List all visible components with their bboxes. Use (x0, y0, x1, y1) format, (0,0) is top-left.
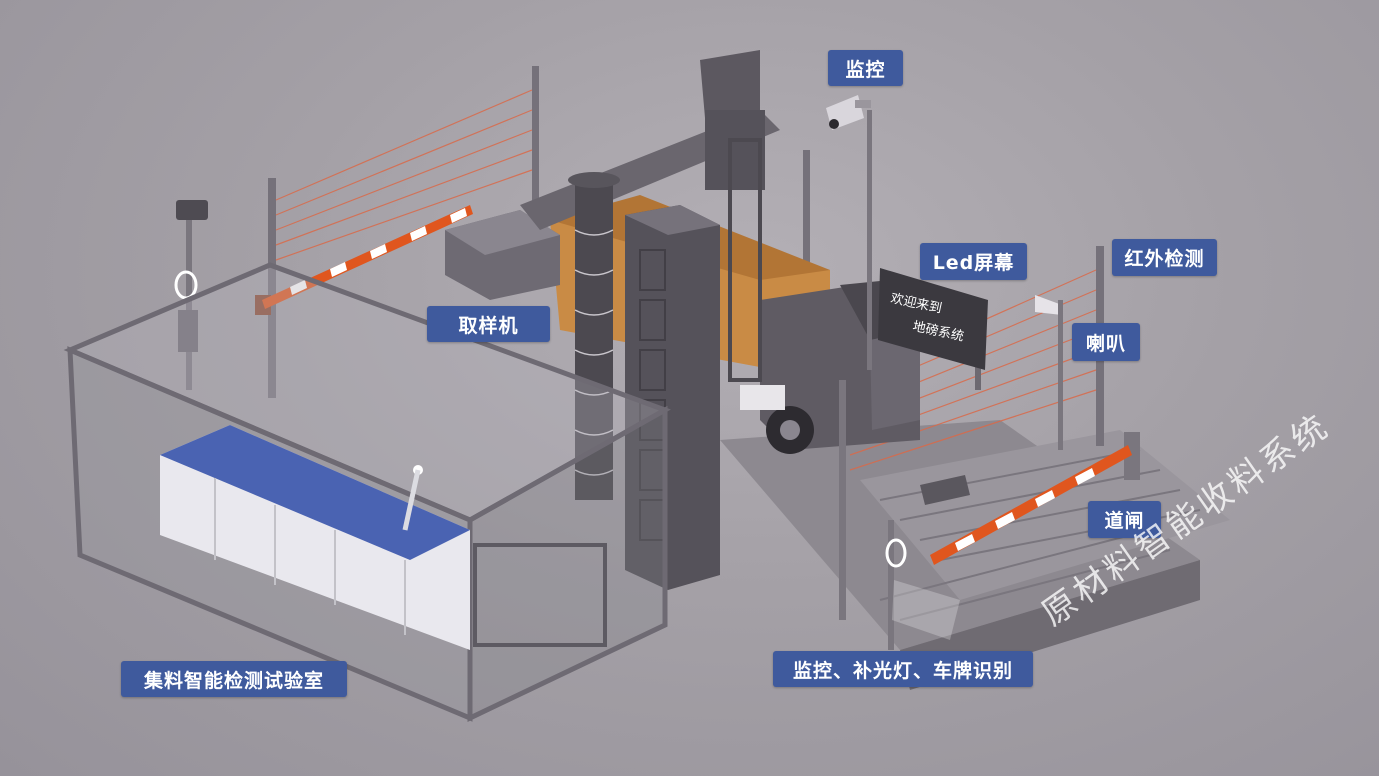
top-camera (826, 95, 872, 370)
label-lab: 集料智能检测试验室 (121, 661, 347, 697)
lab-glass-room (63, 262, 671, 722)
sampler-machine (445, 50, 780, 590)
label-barrier: 道闸 (1088, 501, 1161, 538)
label-monitor-top: 监控 (828, 50, 903, 86)
led-screen-board: 欢迎来到 地磅系统 (878, 268, 988, 390)
label-led-screen: Led屏幕 (920, 243, 1027, 280)
label-speaker: 喇叭 (1072, 323, 1140, 361)
label-infrared: 红外检测 (1112, 239, 1217, 276)
left-camera-pole (174, 200, 208, 390)
front-camera-pole (839, 380, 970, 650)
label-monitor-bottom: 监控、补光灯、车牌识别 (773, 651, 1033, 687)
label-sampler: 取样机 (427, 306, 550, 342)
barrier-gate-front (930, 432, 1140, 565)
speaker-horn (1035, 295, 1063, 450)
